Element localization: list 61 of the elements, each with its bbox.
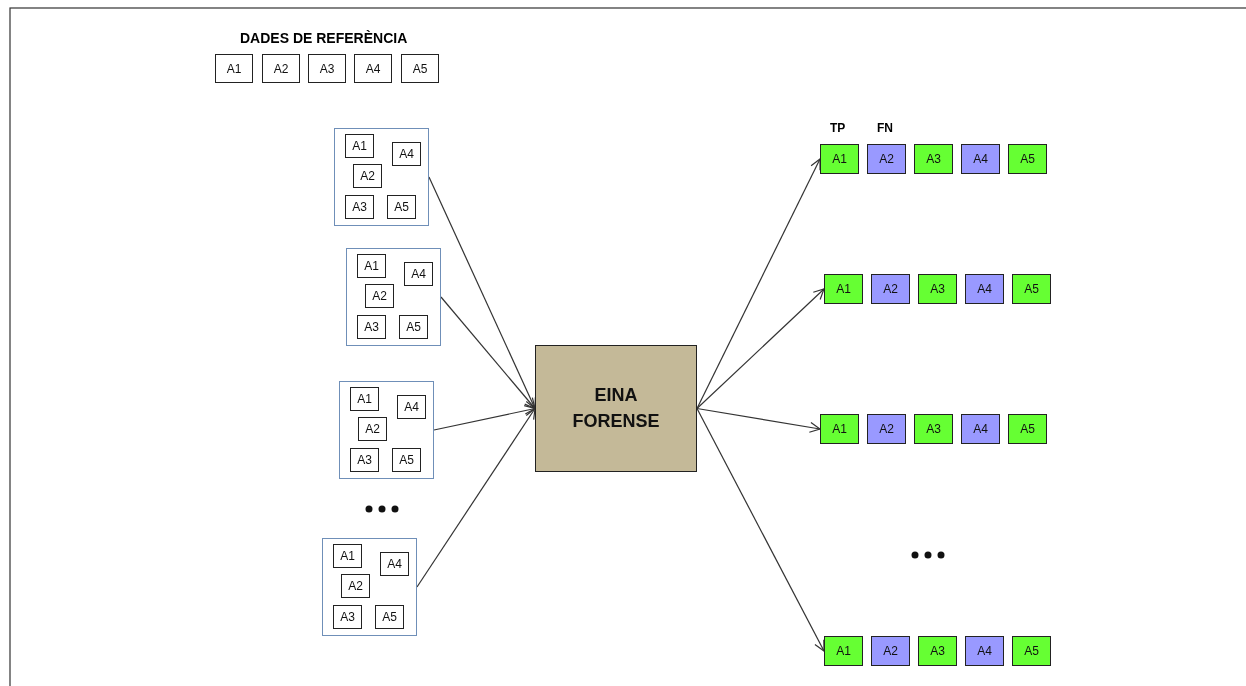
result-box: A1: [824, 274, 863, 304]
result-box: A5: [1012, 274, 1051, 304]
arrow: [696, 288, 825, 410]
result-box: A2: [871, 636, 910, 666]
group-box: [339, 381, 434, 479]
item-box: A5: [375, 605, 404, 629]
item-box: A1: [345, 134, 374, 158]
result-box: A3: [918, 274, 957, 304]
arrow: [416, 407, 536, 588]
arrow: [696, 407, 821, 433]
item-box: A4: [404, 262, 433, 286]
item-box: A5: [401, 54, 439, 83]
item-box: A2: [353, 164, 382, 188]
result-box: A1: [824, 636, 863, 666]
item-box: A5: [392, 448, 421, 472]
group-box: [346, 248, 441, 346]
result-box: A4: [961, 414, 1000, 444]
item-box: A2: [358, 417, 387, 441]
item-box: A5: [387, 195, 416, 219]
item-box: A2: [341, 574, 370, 598]
item-box: A1: [350, 387, 379, 411]
item-box: A4: [354, 54, 392, 83]
arrow: [428, 176, 536, 410]
item-box: A1: [357, 254, 386, 278]
result-box: A2: [871, 274, 910, 304]
result-box: A2: [867, 144, 906, 174]
item-box: A4: [380, 552, 409, 576]
result-box: A5: [1008, 414, 1047, 444]
result-box: A4: [965, 274, 1004, 304]
item-box: A5: [399, 315, 428, 339]
item-box: A2: [262, 54, 300, 83]
result-box: A1: [820, 414, 859, 444]
item-box: A3: [345, 195, 374, 219]
group-box: [334, 128, 429, 226]
item-box: A4: [392, 142, 421, 166]
process-box: EINA FORENSE: [535, 345, 697, 472]
result-box: A1: [820, 144, 859, 174]
result-box: A4: [961, 144, 1000, 174]
item-box: A3: [333, 605, 362, 629]
column-label: TP: [830, 121, 846, 135]
result-box: A2: [867, 414, 906, 444]
heading: DADES DE REFERÈNCIA: [240, 30, 408, 46]
item-box: A1: [215, 54, 253, 83]
arrow: [696, 407, 825, 652]
result-box: A3: [918, 636, 957, 666]
arrow: [433, 405, 536, 431]
group-box: [322, 538, 417, 636]
result-box: A4: [965, 636, 1004, 666]
result-box: A3: [914, 414, 953, 444]
item-box: A4: [397, 395, 426, 419]
arrow: [440, 296, 536, 410]
result-box: A5: [1008, 144, 1047, 174]
item-box: A3: [308, 54, 346, 83]
arrow: [696, 158, 821, 410]
item-box: A3: [357, 315, 386, 339]
result-box: A3: [914, 144, 953, 174]
item-box: A1: [333, 544, 362, 568]
column-label: FN: [877, 121, 893, 135]
result-box: A5: [1012, 636, 1051, 666]
item-box: A3: [350, 448, 379, 472]
item-box: A2: [365, 284, 394, 308]
